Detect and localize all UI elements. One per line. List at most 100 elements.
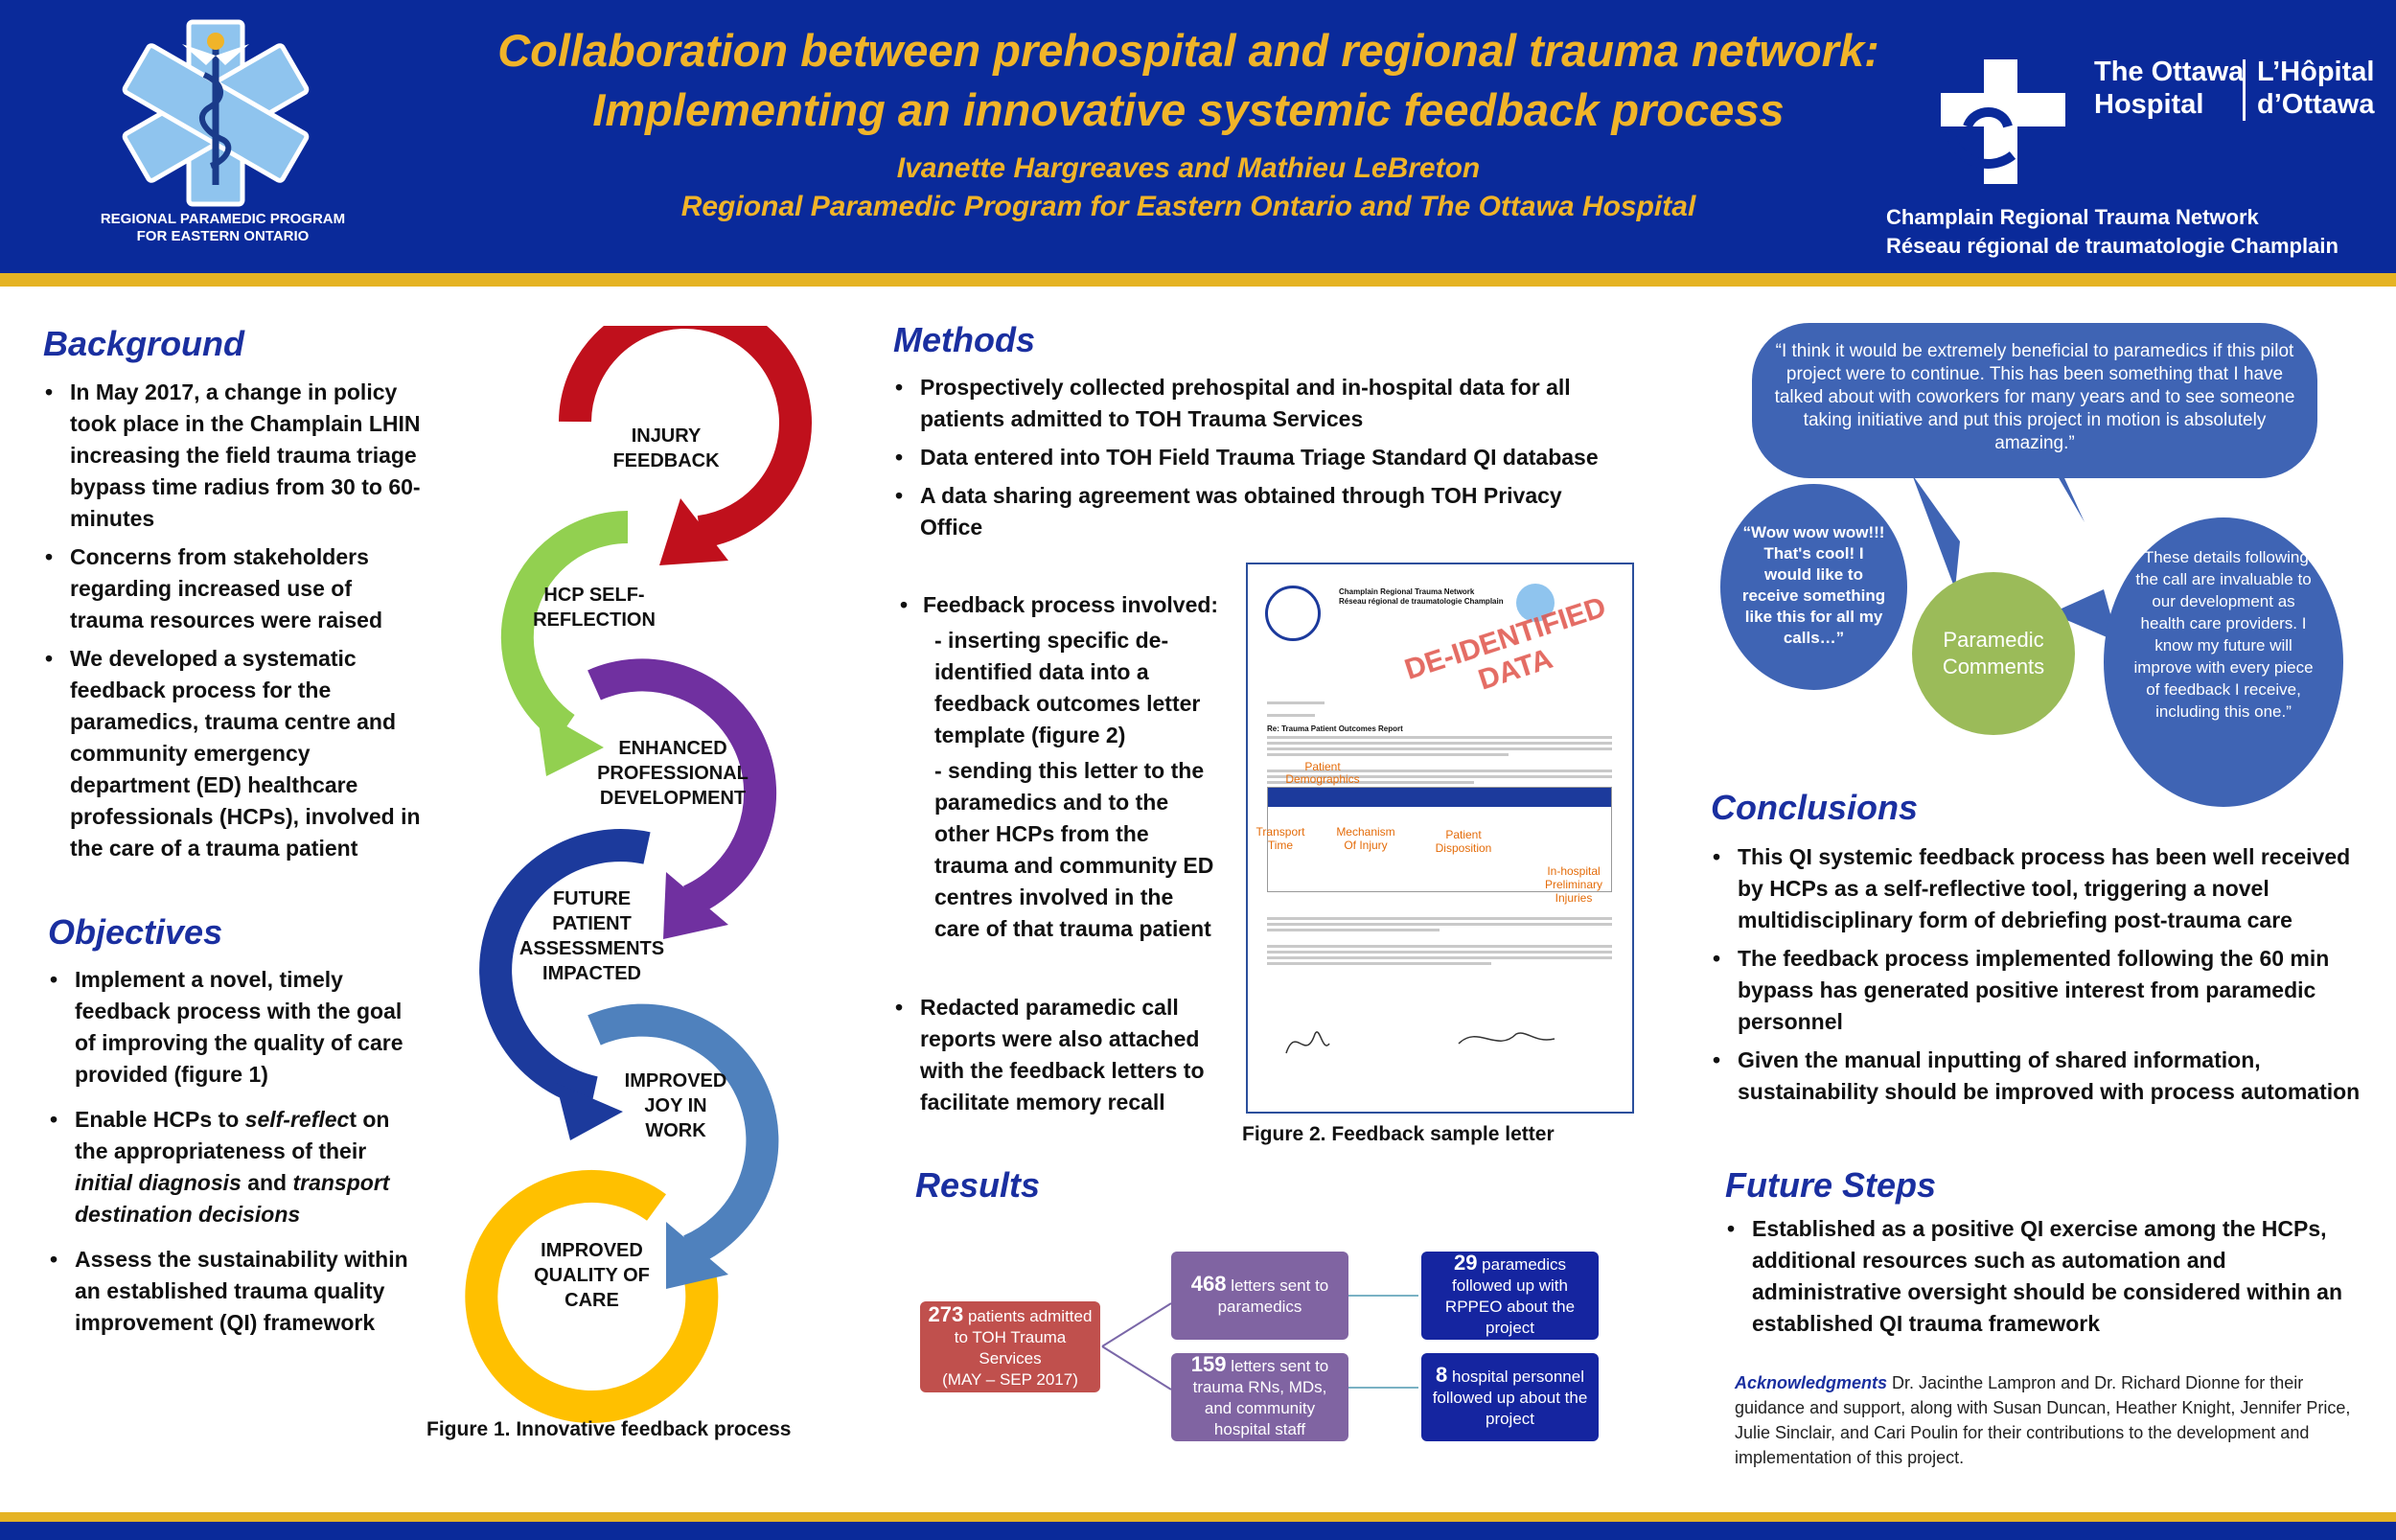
paramedic-followup-box: 29 paramedics followed up with RPPEO abo… — [1421, 1252, 1599, 1340]
ring-label-4: FUTURE PATIENT ASSESSMENTS IMPACTED — [518, 888, 665, 984]
annotation-disposition: Patient Disposition — [1435, 828, 1492, 855]
poster-authors: Ivanette Hargreaves and Mathieu LeBreton… — [383, 149, 1993, 226]
feedback-sub2: - sending this letter to the paramedics … — [934, 758, 1214, 941]
arrowhead-navy — [556, 1083, 623, 1140]
logo-text-fr: L’Hôpital d’Ottawa — [2257, 56, 2374, 121]
line — [1267, 781, 1474, 784]
background-heading: Background — [43, 324, 245, 363]
logo-fr-line2: d’Ottawa — [2257, 89, 2375, 120]
list-item: Given the manual inputting of shared inf… — [1711, 1045, 2362, 1108]
authors: Ivanette Hargreaves and Mathieu LeBreton — [896, 152, 1481, 184]
methods-heading: Methods — [893, 320, 1035, 359]
paramedic-letters-box: 468 letters sent to paramedics — [1171, 1252, 1348, 1340]
feedback-head-text: Feedback process involved: — [923, 592, 1219, 617]
list-item: This QI systemic feedback process has be… — [1711, 841, 2362, 936]
affiliation: Regional Paramedic Program for Eastern O… — [680, 191, 1696, 222]
toh-seal-icon — [1265, 586, 1321, 641]
future-heading: Future Steps — [1725, 1165, 1937, 1205]
follow-hosp-txt: hospital personnel followed up about the… — [1432, 1368, 1588, 1428]
para-text: 468 letters sent to paramedics — [1179, 1274, 1341, 1318]
line — [1267, 742, 1612, 745]
figure2-caption: Figure 2. Feedback sample letter — [1242, 1123, 1555, 1145]
rn-txt: letters sent to trauma RNs, MDs, and com… — [1192, 1357, 1329, 1438]
logo-en-line1: The Ottawa — [2094, 57, 2245, 87]
acknowledgments: Acknowledgments Dr. Jacinthe Lampron and… — [1735, 1370, 2367, 1470]
ring-label-6: IMPROVED QUALITY OF CARE — [534, 1240, 650, 1311]
line — [1267, 951, 1612, 954]
header-gold-stripe — [0, 273, 2396, 287]
line — [1267, 701, 1325, 704]
list-item: A data sharing agreement was obtained th… — [893, 480, 1602, 543]
patients-period: (MAY – SEP 2017) — [942, 1369, 1078, 1389]
letter-table — [1267, 787, 1612, 892]
objectives-list: Implement a novel, timely feedback proce… — [48, 964, 412, 1345]
annotation-injuries: In-hospital Preliminary Injuries — [1544, 864, 1602, 905]
line — [1267, 753, 1509, 756]
obj2-text-f: transport destination decisions — [75, 1170, 390, 1227]
line — [1267, 962, 1491, 965]
feedback-head: •Feedback process involved: — [900, 592, 1219, 617]
obj2-text-b: self-reflec — [244, 1107, 350, 1132]
left-logo-line2: FOR EASTERN ONTARIO — [136, 228, 310, 244]
network-fr: Réseau régional de traumatologie Champla… — [1886, 234, 2338, 258]
signatures — [1285, 1031, 1555, 1054]
line — [1267, 736, 1612, 739]
ring-enhanced-professional-development — [587, 658, 777, 916]
rn-text: 159 letters sent to trauma RNs, MDs, and… — [1179, 1354, 1341, 1440]
ring-future-patient-assessments — [479, 829, 651, 1109]
patients-num: 273 — [928, 1301, 964, 1326]
left-logo-line1: REGIONAL PARAMEDIC PROGRAM — [100, 211, 346, 227]
line — [1267, 923, 1612, 926]
redacted-list: Redacted paramedic call reports were als… — [893, 992, 1229, 1125]
objectives-heading: Objectives — [48, 912, 223, 952]
line — [1267, 956, 1612, 959]
list-item: In May 2017, a change in policy took pla… — [43, 377, 431, 535]
list-item: Data entered into TOH Field Trauma Triag… — [893, 442, 1602, 473]
hospital-followup-box: 8 hospital personnel followed up about t… — [1421, 1353, 1599, 1441]
title-line1: Collaboration between prehospital and re… — [497, 25, 1879, 76]
footer-blue-stripe — [0, 1522, 2396, 1540]
star-of-life-logo — [115, 17, 316, 209]
paramedic-comments-circle: Paramedic Comments — [1912, 572, 2075, 735]
feedback-process: •Feedback process involved: - inserting … — [896, 589, 1222, 945]
methods-list: Prospectively collected prehospital and … — [893, 372, 1602, 550]
ring-hcp-self-reflection — [500, 510, 629, 743]
conclusions-list: This QI systemic feedback process has be… — [1711, 841, 2362, 1115]
rppeo-logo-icon — [1516, 584, 1555, 622]
future-list: Established as a positive QI exercise am… — [1725, 1213, 2362, 1346]
follow-hosp-num: 8 — [1436, 1363, 1448, 1387]
list-item: Prospectively collected prehospital and … — [893, 372, 1602, 435]
ring-injury-feedback — [559, 326, 812, 548]
background-list: In May 2017, a change in policy took pla… — [43, 377, 431, 871]
patients-admitted-box: 273 patients admitted to TOH Trauma Serv… — [920, 1301, 1100, 1392]
line — [1267, 775, 1612, 778]
arrowhead-green — [537, 709, 604, 776]
line — [1267, 917, 1612, 920]
title-line2: Implementing an innovative systemic feed… — [592, 84, 1785, 135]
ring-label-1: INJURY FEEDBACK — [612, 425, 720, 471]
logo-text-en: The Ottawa Hospital — [2094, 56, 2244, 121]
letter-body-lines: Re: Trauma Patient Outcomes Report — [1267, 699, 1612, 787]
rn-num: 159 — [1190, 1352, 1227, 1376]
ack-label: Acknowledgments — [1735, 1373, 1888, 1392]
para-txt: letters sent to paramedics — [1217, 1276, 1329, 1316]
network-name: Champlain Regional Trauma Network Réseau… — [1886, 203, 2338, 261]
obj2-text-e: and — [241, 1170, 293, 1195]
letter-closing-lines — [1267, 914, 1612, 968]
list-item: Enable HCPs to self-reflect on the appro… — [48, 1104, 412, 1230]
ring-improved-quality-of-care — [465, 1169, 719, 1423]
follow-para-txt: paramedics followed up with RPPEO about … — [1444, 1255, 1576, 1337]
list-item: Concerns from stakeholders regarding inc… — [43, 541, 431, 636]
patients-txt: patients admitted to TOH Trauma Services — [954, 1306, 1093, 1368]
follow-para-text: 29 paramedics followed up with RPPEO abo… — [1429, 1253, 1591, 1339]
annotation-mechanism: Mechanism Of Injury — [1336, 825, 1395, 852]
letter-org: Champlain Regional Trauma Network Réseau… — [1339, 587, 1504, 607]
results-connectors — [1101, 1295, 1418, 1391]
arrowhead-red — [659, 498, 728, 565]
logo-divider — [2243, 59, 2246, 121]
feedback-sub1: - inserting specific de-identified data … — [934, 628, 1201, 747]
annotation-transport-time: Transport Time — [1256, 825, 1305, 852]
follow-para-num: 29 — [1453, 1251, 1478, 1275]
ring-label-2: HCP SELF-REFLECTION — [533, 585, 656, 631]
line — [1267, 714, 1315, 717]
